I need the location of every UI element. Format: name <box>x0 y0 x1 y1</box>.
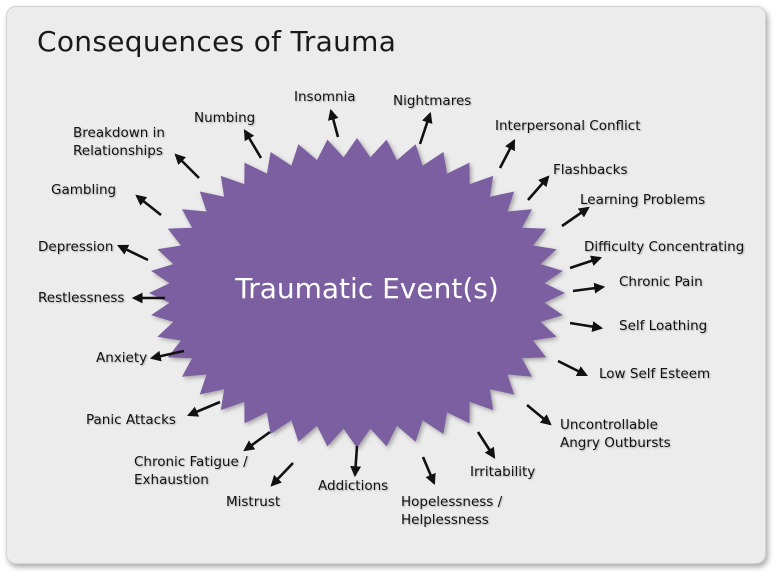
consequence-label: Chronic Pain <box>619 274 703 290</box>
consequence-label: Flashbacks <box>553 162 628 178</box>
consequence-label: Chronic Fatigue / Exhaustion <box>134 454 248 488</box>
consequence-label: Gambling <box>51 182 117 198</box>
consequence-label: Nightmares <box>393 93 472 109</box>
consequence-arrow <box>498 139 516 169</box>
center-label: Traumatic Event(s) <box>235 272 499 305</box>
consequence-arrow <box>350 445 362 478</box>
consequence-label: Mistrust <box>226 494 281 510</box>
consequence-arrow <box>418 111 433 145</box>
consequence-arrow <box>149 349 185 362</box>
consequence-arrow <box>421 456 436 486</box>
consequence-label: Low Self Esteem <box>599 366 711 382</box>
consequence-label: Numbing <box>194 110 256 126</box>
consequence-arrow <box>557 359 588 377</box>
consequence-label: Interpersonal Conflict <box>495 118 641 134</box>
consequence-arrow <box>526 403 552 426</box>
consequence-arrow <box>270 462 294 487</box>
consequence-label: Insomnia <box>294 89 356 105</box>
consequence-label: Anxiety <box>96 350 148 366</box>
consequence-label: Panic Attacks <box>86 412 176 428</box>
consequence-arrow <box>243 129 263 159</box>
consequence-arrow <box>135 194 162 217</box>
consequence-arrow <box>243 430 271 452</box>
consequence-label: Depression <box>38 239 114 255</box>
consequence-arrow <box>476 431 496 459</box>
consequence-arrow <box>561 206 590 228</box>
consequence-label: Uncontrollable Angry Outbursts <box>560 417 671 451</box>
consequence-arrow <box>569 255 603 270</box>
consequence-label: Breakdown in Relationships <box>73 125 165 159</box>
consequence-label: Irritability <box>470 464 536 480</box>
consequence-label: Hopelessness / Helplessness <box>401 494 503 528</box>
consequence-arrow <box>572 282 606 294</box>
consequence-label: Restlessness <box>38 290 125 306</box>
consequence-arrow <box>527 175 550 201</box>
consequence-arrow <box>117 244 149 262</box>
consequence-arrow <box>569 321 604 332</box>
consequence-arrow <box>327 108 340 138</box>
consequence-arrow <box>186 400 221 417</box>
consequence-label: Learning Problems <box>580 192 706 208</box>
diagram-title: Consequences of Trauma <box>37 25 397 58</box>
traumatic-event-starburst <box>149 138 565 448</box>
consequence-label: Addictions <box>318 478 389 494</box>
consequence-label: Difficulty Concentrating <box>584 239 745 255</box>
consequence-label: Self Loathing <box>619 318 708 334</box>
consequence-arrow <box>174 153 200 179</box>
